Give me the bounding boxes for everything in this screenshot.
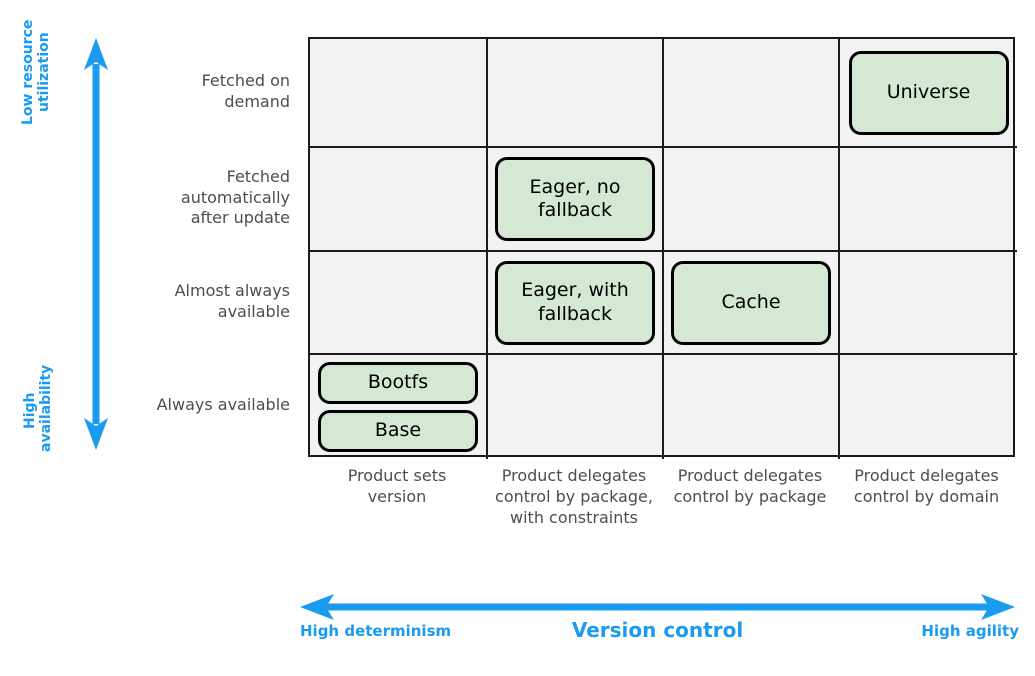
column-label-delegates-by-package: Product delegates control by package [673,466,827,506]
column-label-product-sets-version: Product sets version [347,466,447,506]
row-label-fetched-automatically: Fetched automatically after update [180,167,290,228]
matrix-cell-r2c3 [664,148,840,252]
node-eager-no-fallback[interactable]: Eager, no fallback [495,157,655,241]
node-eager-with-fallback[interactable]: Eager, with fallback [495,260,655,345]
horizontal-double-arrow-icon [300,594,1015,620]
matrix-cell-r3c4 [840,252,1017,355]
row-label-always-available: Always available [156,394,290,414]
matrix-cell-r1c1 [310,39,488,148]
vertical-axis-bottom-label: High availability [22,364,55,452]
matrix-cell-r1c2 [488,39,664,148]
matrix-cell-r2c2: Eager, no fallback [488,148,664,252]
matrix-row-labels: Fetched on demand Fetched automatically … [130,37,290,457]
column-label-delegates-by-package-with-constraints: Product delegates control by package, wi… [495,466,653,527]
matrix-cell-r3c2: Eager, with fallback [488,252,664,355]
matrix-cell-r4c1: Bootfs Base [310,355,488,459]
matrix-cell-r2c4 [840,148,1017,252]
matrix-cell-r1c4: Universe [840,39,1017,148]
matrix-column-labels: Product sets version Product delegates c… [308,466,1015,528]
row-label-almost-always-available: Almost always available [174,281,290,321]
row-label-fetched-on-demand: Fetched on demand [201,71,290,111]
capability-matrix: Universe Eager, no fallback Eager, with … [308,37,1017,459]
matrix-cell-r1c3 [664,39,840,148]
matrix-cell-r2c1 [310,148,488,252]
matrix-cell-r3c3: Cache [664,252,840,355]
vertical-axis-title: Availability [0,180,130,308]
vertical-double-arrow-icon [84,38,108,450]
vertical-axis-top-label: Low resource utilization [20,19,53,125]
column-label-delegates-by-domain: Product delegates control by domain [853,466,1000,506]
matrix-cell-r4c4 [840,355,1017,459]
matrix-cell-r4c3 [664,355,840,459]
horizontal-axis-title: Version control [571,618,744,642]
horizontal-axis-left-label: High determinism [300,622,452,640]
matrix-cell-r4c2 [488,355,664,459]
matrix-cell-r3c1 [310,252,488,355]
node-cache[interactable]: Cache [671,260,831,345]
horizontal-axis-right-label: High agility [921,622,1019,640]
node-universe[interactable]: Universe [848,50,1009,135]
node-bootfs[interactable]: Bootfs [318,362,478,404]
node-base[interactable]: Base [318,410,478,452]
